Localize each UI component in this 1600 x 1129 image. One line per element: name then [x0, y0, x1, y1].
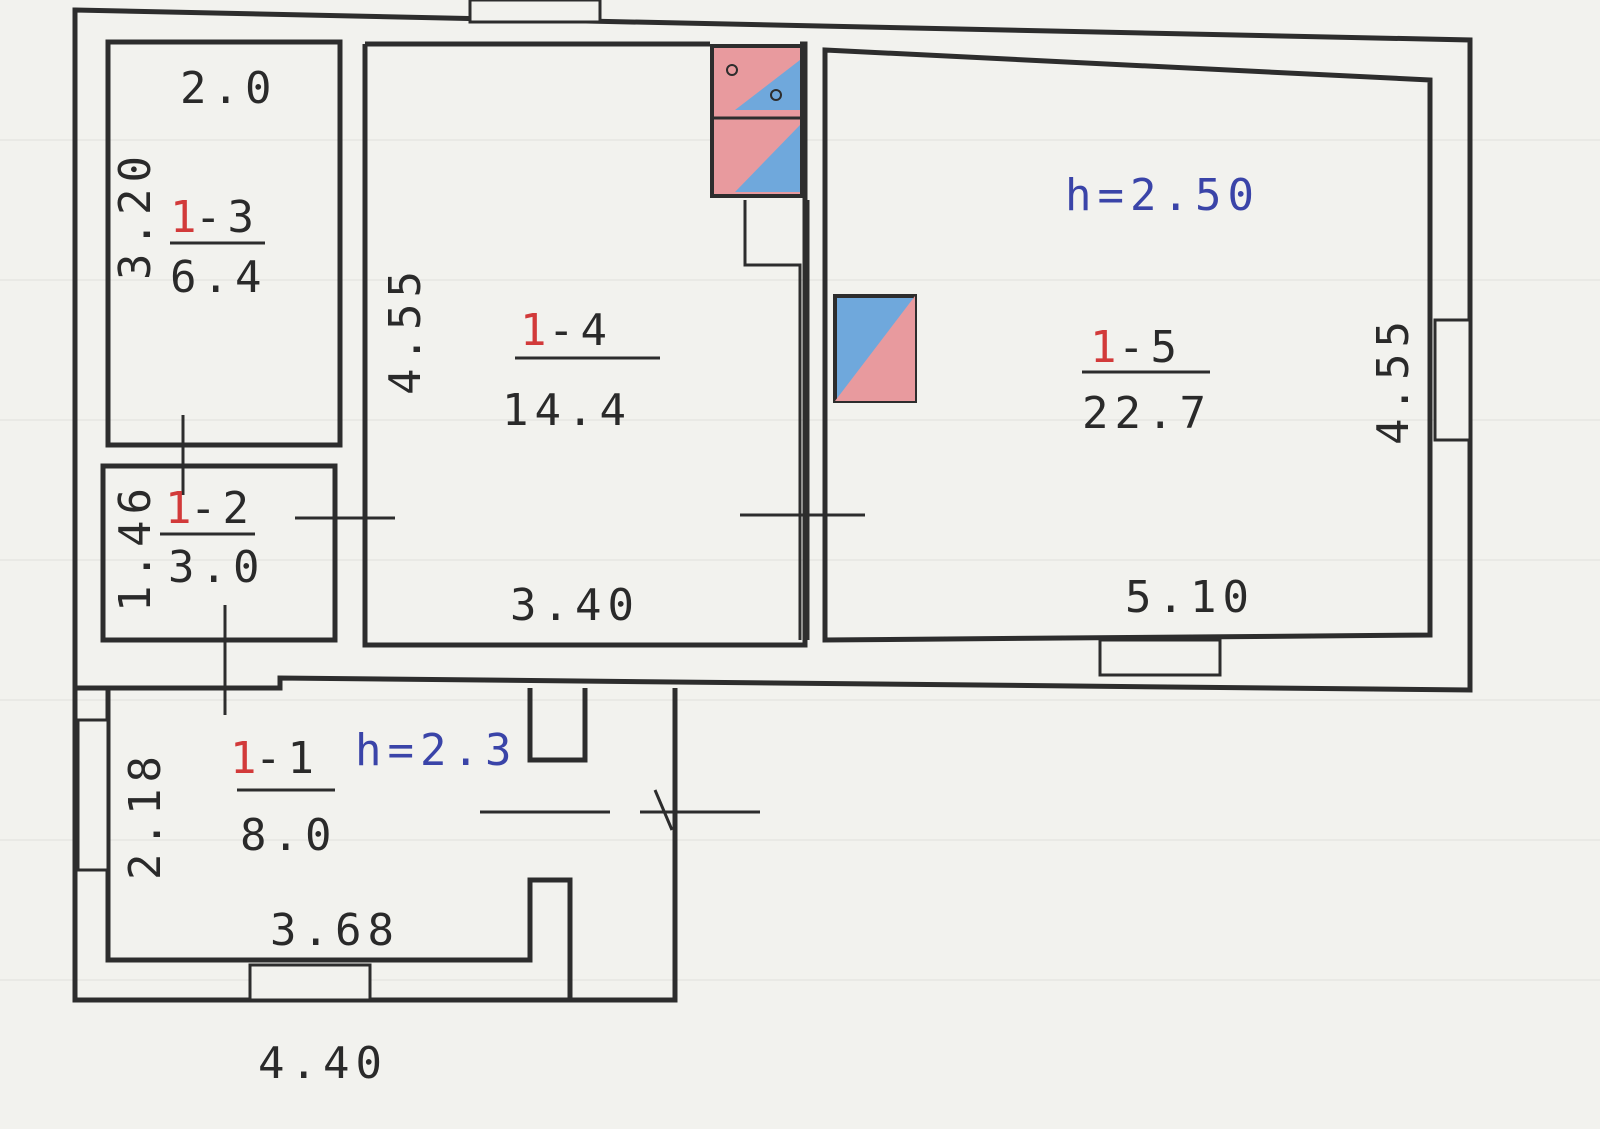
room11-number-prefix: 1: [230, 733, 263, 784]
doors: [181, 415, 865, 831]
room11-width-label: 3.68: [270, 905, 400, 956]
window-top: [468, 0, 602, 24]
room11-length-label: 2.18: [120, 750, 171, 880]
room14-area: 14.4: [502, 385, 632, 436]
room13-area: 6.4: [170, 252, 267, 303]
window-right: [1433, 318, 1472, 442]
room14-width-label: 3.40: [510, 580, 640, 631]
overall-width-label: 4.40: [258, 1038, 388, 1089]
room12-area: 3.0: [168, 542, 265, 593]
stove-main: [710, 44, 804, 198]
room13-number-prefix: 1: [170, 192, 203, 243]
room13-length-label: 3.20: [110, 150, 161, 280]
walls: [72, 7, 1473, 1003]
room15-width-label: 5.10: [1125, 572, 1255, 623]
room14-length-label: 4.55: [380, 265, 431, 395]
window-annex-bottom: [248, 963, 372, 1002]
room12-number-suffix: -2: [190, 483, 255, 534]
room14-number-suffix: -4: [548, 305, 613, 356]
room11-area: 8.0: [240, 810, 337, 861]
room15-area: 22.7: [1082, 388, 1212, 439]
room12-number-prefix: 1: [165, 483, 198, 534]
room14-number-prefix: 1: [520, 305, 553, 356]
room15-length-label: 4.55: [1368, 315, 1419, 445]
annex-ceiling-height: h=2.3: [355, 725, 517, 776]
window-bottom-right: [1098, 638, 1222, 677]
stove-room15: [833, 294, 917, 403]
room12-length-label: 1.46: [110, 482, 161, 612]
room13-width-label: 2.0: [180, 63, 277, 114]
main-ceiling-height: h=2.50: [1065, 170, 1260, 221]
windows: [76, 0, 1472, 1002]
room11-number-suffix: -1: [255, 733, 320, 784]
window-annex-left: [76, 718, 110, 872]
room13-number-suffix: -3: [195, 192, 260, 243]
room15-number-suffix: -5: [1118, 322, 1183, 373]
room15-number-prefix: 1: [1090, 322, 1123, 373]
